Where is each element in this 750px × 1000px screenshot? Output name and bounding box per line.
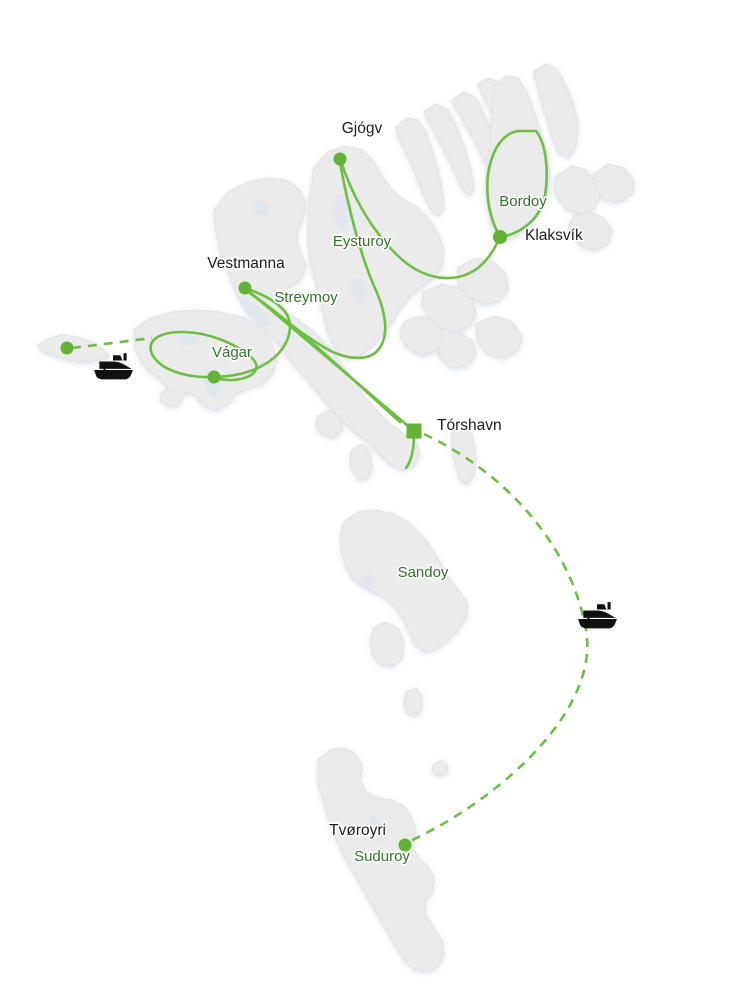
node-torshavn[interactable] [406, 423, 422, 439]
island-sandoy [339, 509, 469, 653]
node-klaksvik[interactable] [493, 230, 507, 244]
island-label-eysturoy: Eysturoy [333, 233, 392, 250]
city-label-klaksvik: Klaksvík [525, 227, 583, 244]
node-group [60, 152, 507, 852]
island-streymoy [213, 177, 421, 471]
eysturoy-lobe-se-1 [421, 283, 477, 333]
sandoy-lake [360, 572, 376, 588]
eysturoy-lobe-se-3 [475, 315, 523, 359]
node-mykines[interactable] [60, 341, 74, 355]
eysturoy-fjord-2 [350, 278, 368, 306]
eysturoy-lobe-se-5 [399, 315, 445, 357]
eysturoy-lobe-se-4 [437, 331, 477, 369]
node-vestmanna[interactable] [238, 281, 252, 295]
node-sorvagur[interactable] [207, 370, 221, 384]
island-hestur [349, 443, 373, 481]
island-bordoy [485, 75, 551, 241]
city-label-group: Gjógv Klaksvík Vestmanna Tórshavn Tvøroy… [206, 118, 585, 840]
island-label-bordoy: Bordoy [499, 193, 547, 210]
streymoy-fjord [238, 296, 272, 328]
cruise-ship-superstructure-icon [99, 361, 132, 369]
anchor-icon-2 [584, 618, 593, 628]
city-label-vestmanna: Vestmanna [207, 255, 285, 272]
ship-icon-vagar[interactable] [94, 353, 133, 380]
city-label-torshavn: Tórshavn [437, 417, 502, 434]
cruise-ship-deck-icon-2 [597, 604, 607, 610]
route-torshavn-tvoroyri[interactable] [405, 432, 589, 845]
island-skuvoy [369, 621, 405, 667]
island-label-streymoy: Streymoy [274, 289, 338, 306]
island-label-vagar: Vágar [212, 344, 252, 361]
eysturoy-fjord-1 [332, 194, 352, 232]
ship-icon-suduroy[interactable] [578, 602, 617, 629]
cruise-ship-funnel-icon [123, 353, 127, 361]
island-kalsoy [395, 117, 445, 217]
cruise-ship-superstructure-icon-2 [583, 610, 616, 618]
island-label-group: Bordoy Eysturoy Streymoy Vágar Sandoy Su… [210, 191, 548, 866]
island-litla-dimun [431, 759, 449, 777]
route-vestmanna-gjogv[interactable] [244, 161, 387, 360]
route-mykines-vagar[interactable] [71, 336, 153, 350]
island-koltur [315, 409, 343, 439]
island-kunoy-strip [423, 103, 475, 197]
node-tvoroyri[interactable] [398, 838, 412, 852]
streymoy-inlet-north [252, 200, 270, 216]
route-vagar-loop[interactable] [149, 330, 258, 382]
island-ne-lobe [553, 165, 601, 215]
vagar-sound [204, 374, 220, 398]
island-fugloy [593, 163, 635, 203]
island-suduroy [317, 747, 445, 973]
island-nolsoy [451, 423, 477, 485]
island-label-suduroy: Suduroy [354, 848, 410, 865]
cruise-ship-hull-icon [94, 369, 133, 380]
cruise-ship-hull-icon-2 [578, 618, 617, 629]
islet-tindholmur [159, 389, 183, 407]
route-gjogv-klaksvik[interactable] [339, 159, 502, 280]
route-group [71, 129, 589, 845]
island-stora-dimun [403, 687, 423, 717]
island-label-sandoy: Sandoy [398, 564, 449, 581]
island-svinoy [569, 211, 613, 251]
suduroy-fjord [368, 816, 386, 844]
cruise-ship-funnel-icon-2 [607, 602, 611, 610]
anchor-icon [100, 369, 109, 379]
island-vidoy [533, 63, 579, 159]
cruise-ship-deck-icon [113, 355, 123, 361]
landmass-group [37, 63, 635, 973]
city-label-tvoroyri: Tvøroyri [329, 822, 386, 839]
city-label-gjogv: Gjógv [342, 120, 383, 137]
island-vagar [133, 309, 277, 411]
vagar-lake [176, 335, 200, 346]
node-gjogv[interactable] [333, 152, 347, 166]
